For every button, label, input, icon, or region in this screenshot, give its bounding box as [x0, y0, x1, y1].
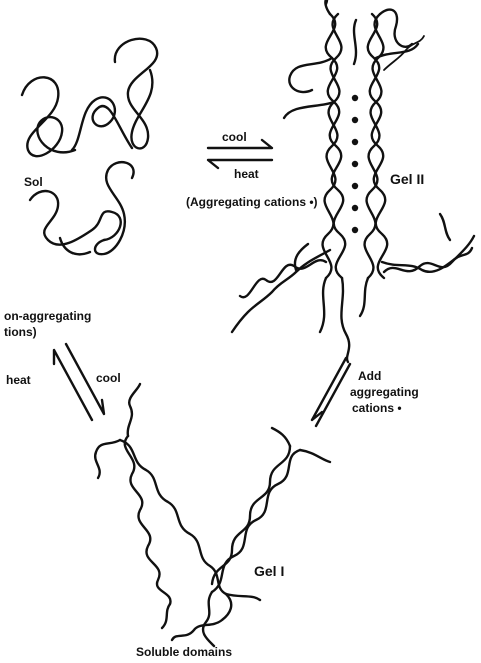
non-aggregating-label-line1: on-aggregating: [4, 309, 91, 323]
heat-label-left: heat: [6, 373, 31, 387]
add-cations-label-line2: aggregating: [350, 385, 419, 399]
cool-label-left: cool: [96, 371, 121, 385]
gel-one-network: [95, 384, 330, 646]
add-cations-label-line1: Add: [358, 369, 381, 383]
cation-dot: [352, 117, 358, 123]
sol-label: Sol: [24, 175, 43, 189]
heat-label-top: heat: [234, 167, 259, 181]
non-aggregating-label-line2: tions): [4, 325, 37, 339]
sol-random-coils: [22, 39, 157, 255]
aggregating-cations-label: (Aggregating cations •): [186, 195, 318, 209]
soluble-domains-label: Soluble domains: [136, 645, 232, 659]
sol-gel2-equilibrium-arrows: [208, 140, 272, 168]
add-cations-label-line3: cations •: [352, 401, 402, 415]
gel-two-label: Gel II: [390, 171, 424, 187]
gel-two-cations: [352, 95, 358, 233]
cool-label-top: cool: [222, 130, 247, 144]
gel-one-label: Gel I: [254, 563, 284, 579]
gel-two-aggregate: [232, 0, 474, 362]
gel1-gel2-arrows: [312, 358, 350, 426]
cation-dot: [352, 227, 358, 233]
cation-dot: [352, 139, 358, 145]
cation-dot: [352, 183, 358, 189]
cation-dot: [352, 205, 358, 211]
cation-dot: [352, 95, 358, 101]
cation-dot: [352, 161, 358, 167]
